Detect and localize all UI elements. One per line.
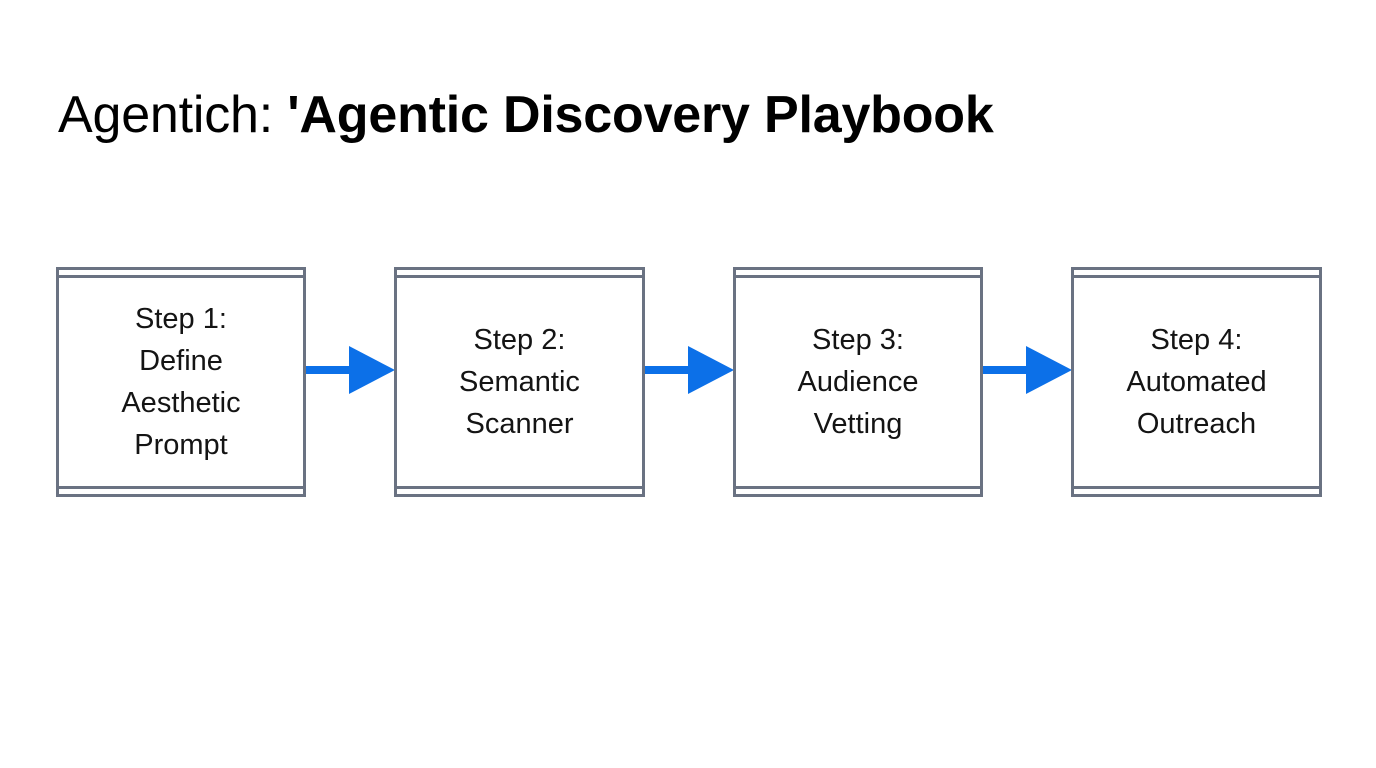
node-bottom-band [1074,486,1319,494]
arrow-right-icon [306,346,395,394]
arrow-right-icon [645,346,734,394]
node-body: Step 3: Audience Vetting [736,278,980,486]
node-top-band [1074,270,1319,278]
flow-node-label: Step 2: Semantic Scanner [459,324,580,440]
node-top-band [736,270,980,278]
node-top-band [397,270,642,278]
node-body: Step 4: Automated Outreach [1074,278,1319,486]
node-bottom-band [59,486,303,494]
connector-arrow-1 [306,339,396,401]
node-bottom-band [397,486,642,494]
flow-node-step-3[interactable]: Step 3: Audience Vetting [733,267,983,497]
node-top-band [59,270,303,278]
page-title-emphasis: 'Agentic Discovery Playbook [287,86,994,144]
flow-node-step-2[interactable]: Step 2: Semantic Scanner [394,267,645,497]
node-body: Step 2: Semantic Scanner [397,278,642,486]
connector-arrow-2 [645,339,735,401]
node-body: Step 1: Define Aesthetic Prompt [59,278,303,486]
flow-node-label: Step 4: Automated Outreach [1126,324,1267,440]
arrow-right-icon [983,346,1072,394]
flow-node-label: Step 3: Audience Vetting [797,324,919,440]
node-bottom-band [736,486,980,494]
flowchart: Step 1: Define Aesthetic Prompt Step 2: … [0,267,1376,499]
connector-arrow-3 [983,339,1073,401]
flow-node-step-1[interactable]: Step 1: Define Aesthetic Prompt [56,267,306,497]
flow-node-label: Step 1: Define Aesthetic Prompt [121,303,241,461]
page-title-lead: Agentich: [58,86,288,144]
page-title: Agentich: 'Agentic Discovery Playbook [58,79,994,151]
flow-node-step-4[interactable]: Step 4: Automated Outreach [1071,267,1322,497]
